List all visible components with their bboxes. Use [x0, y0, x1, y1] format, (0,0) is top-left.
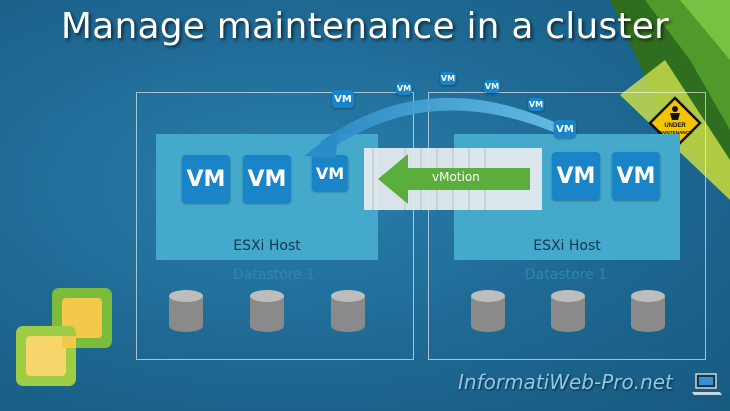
datastore-disk-icon [631, 290, 665, 332]
vm-tile: VM [612, 152, 660, 200]
badge-line1: UNDER [664, 123, 686, 129]
datastore-disk-icon [169, 290, 203, 332]
vm-tile: VM [484, 80, 500, 93]
host-label: ESXi Host [233, 238, 301, 254]
watermark-text: InformatiWeb-Pro.net [458, 370, 673, 394]
vm-tile: VM [554, 120, 576, 138]
vm-tile: VM [552, 152, 600, 200]
datastore-label: Datastore 1 [524, 267, 608, 283]
datastore-disk-icon [551, 290, 585, 332]
datastore-label: Datastore 1 [232, 267, 316, 283]
vm-tile: VM [332, 90, 354, 108]
vmotion-arrow-icon [364, 148, 542, 210]
vm-tile: VM [396, 82, 412, 95]
host-label: ESXi Host [533, 238, 601, 254]
vm-tile: VM [312, 155, 348, 191]
cluster-box-left [136, 92, 414, 360]
badge-line2: MAINTENANCE [658, 130, 692, 135]
laptop-icon [692, 373, 722, 395]
vm-tile: VM [182, 155, 230, 203]
page-title: Manage maintenance in a cluster [60, 6, 670, 47]
vsphere-logo-icon [16, 288, 112, 386]
datastore-disk-icon [331, 290, 365, 332]
datastore-disk-icon [250, 290, 284, 332]
datastore-disk-icon [471, 290, 505, 332]
migration-arc-arrow-icon [304, 97, 565, 158]
vmotion-label: vMotion [432, 170, 480, 184]
vm-tile: VM [243, 155, 291, 203]
cluster-box-right [428, 92, 706, 360]
vm-tile: VM [440, 72, 456, 85]
vm-tile: VM [528, 98, 544, 111]
